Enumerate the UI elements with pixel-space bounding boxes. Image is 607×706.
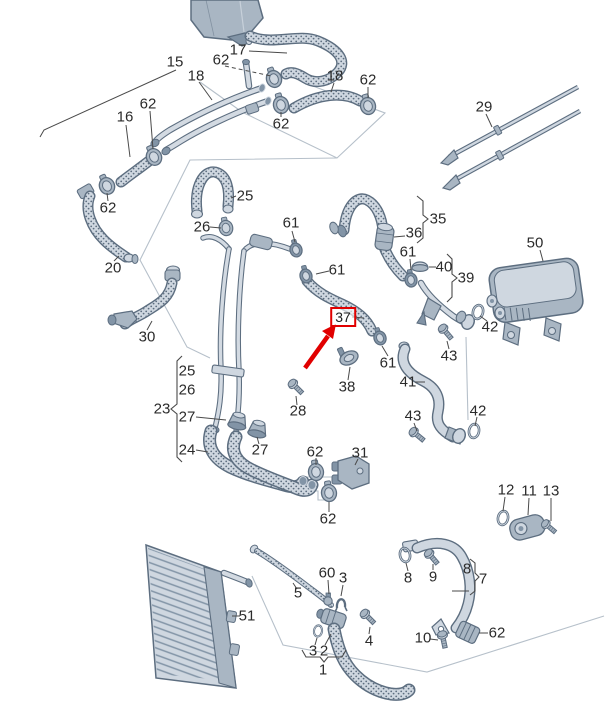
cap-40	[411, 261, 429, 273]
hose-20	[76, 183, 139, 264]
hose-41	[399, 341, 466, 445]
callout-41: 41	[399, 373, 417, 391]
sensor-flange-11	[509, 514, 546, 541]
callout-25: 25	[236, 187, 254, 205]
coolant-pipes-centre	[203, 233, 290, 438]
callout-31: 31	[351, 444, 369, 462]
callout-13: 13	[542, 482, 560, 500]
callout-17: 17	[229, 41, 247, 59]
callout-16: 16	[116, 108, 134, 126]
callout-61: 61	[399, 243, 417, 261]
callout-10: 10	[414, 629, 432, 647]
callout-26: 26	[193, 218, 211, 236]
hose-35	[329, 199, 403, 276]
callout-62: 62	[359, 71, 377, 89]
pipe-39	[416, 283, 475, 330]
hose-30	[107, 265, 181, 328]
callout-26: 26	[178, 381, 196, 399]
pipe-assembly-15	[150, 58, 272, 156]
callout-62: 62	[306, 443, 324, 461]
callout-15: 15	[166, 53, 184, 71]
hose-5	[249, 544, 331, 605]
callout-62: 62	[272, 115, 290, 133]
cable-ties-29	[439, 87, 580, 191]
callout-40: 40	[435, 258, 453, 276]
callout-18: 18	[187, 67, 205, 85]
clamp-38	[336, 346, 359, 366]
callout-50: 50	[526, 234, 544, 252]
callout-4: 4	[364, 632, 374, 650]
callout-43: 43	[440, 347, 458, 365]
callout-18: 18	[326, 67, 344, 85]
callout-29: 29	[475, 98, 493, 116]
callout-30: 30	[138, 328, 156, 346]
callout-20: 20	[104, 259, 122, 277]
radiator-51	[145, 543, 253, 689]
clip-60	[323, 592, 333, 606]
callout-43: 43	[404, 407, 422, 425]
callout-5: 5	[293, 584, 303, 602]
callout-11: 11	[521, 482, 537, 500]
callout-28: 28	[289, 402, 307, 420]
callout-42: 42	[469, 402, 487, 420]
callout-7: 7	[478, 570, 488, 588]
connector-62-bottom	[455, 620, 481, 644]
callout-8: 8	[462, 560, 472, 578]
callout-51: 51	[238, 607, 256, 625]
callout-27: 27	[178, 408, 196, 426]
callout-61: 61	[379, 354, 397, 372]
highlight-arrow	[303, 324, 336, 370]
connector-36	[374, 222, 395, 252]
group-brackets	[170, 195, 480, 663]
callout-9: 9	[428, 568, 438, 586]
oil-cooler-50	[486, 257, 584, 346]
callout-23: 23	[153, 400, 171, 418]
callout-62: 62	[319, 510, 337, 528]
leader-lines	[39, 50, 552, 646]
callout-62: 62	[212, 51, 230, 69]
callout-62: 62	[139, 95, 157, 113]
callout-12: 12	[497, 481, 515, 499]
callout-8: 8	[403, 569, 413, 587]
callout-62: 62	[99, 199, 117, 217]
callout-1: 1	[318, 661, 328, 679]
hose-25-top	[190, 172, 234, 219]
callout-24: 24	[178, 441, 196, 459]
callout-3: 3	[308, 642, 318, 660]
callout-2: 2	[319, 642, 329, 660]
callout-35: 35	[429, 210, 447, 228]
bracket-31	[331, 455, 370, 490]
callout-3: 3	[338, 569, 348, 587]
callout-36: 36	[405, 224, 423, 242]
callout-61: 61	[282, 214, 300, 232]
callout-27: 27	[251, 441, 269, 459]
callout-60: 60	[318, 564, 336, 582]
callout-61: 61	[328, 261, 346, 279]
callout-37-highlighted: 37	[330, 307, 356, 327]
callout-25: 25	[178, 362, 196, 380]
twin-hoses-24	[210, 431, 316, 490]
callout-39: 39	[457, 269, 475, 287]
callout-42: 42	[481, 318, 499, 336]
callout-38: 38	[338, 378, 356, 396]
callout-62: 62	[488, 624, 506, 642]
